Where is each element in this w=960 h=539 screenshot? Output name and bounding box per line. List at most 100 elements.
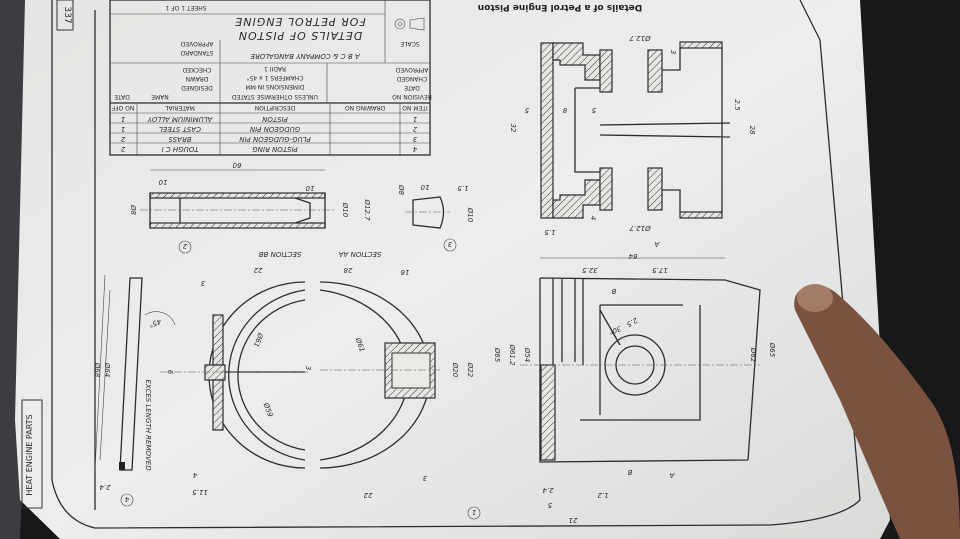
parts-cell-description: PLUG-GUDGEON PIN [239, 135, 311, 143]
svg-text:8: 8 [562, 106, 567, 114]
parts-cell-qty: 1 [121, 115, 125, 123]
parts-cell-qty: 2 [120, 145, 125, 153]
parts-cell-material: TOUGH C I [162, 145, 199, 153]
hdr-description: DESCRIPTION [255, 104, 296, 111]
svg-text:64: 64 [629, 252, 638, 260]
note-unless: UNLESS OTHERWISE STATED [232, 93, 318, 100]
svg-text:6: 6 [166, 370, 174, 375]
svg-text:2.5: 2.5 [733, 99, 741, 111]
svg-text:EXCES LENGTH REMOVED: EXCES LENGTH REMOVED [144, 379, 152, 471]
fingernail [797, 284, 833, 312]
svg-text:Ø12.7: Ø12.7 [629, 34, 652, 42]
svg-text:5: 5 [524, 106, 529, 114]
svg-text:Ø62: Ø62 [749, 347, 757, 363]
svg-text:3: 3 [304, 366, 312, 370]
finger [794, 284, 960, 539]
svg-text:30°: 30° [608, 324, 622, 336]
svg-text:B: B [627, 468, 632, 476]
svg-text:Ø61.2: Ø61.2 [508, 343, 516, 366]
svg-text:Ø68: Ø68 [93, 362, 101, 378]
section-bb-view: SECTION BB 22 3 Ø61 Ø59 6 3 4 11.5 [160, 250, 312, 496]
piston-cross-section: Ø12.7 Ø12.7 3 2.5 28 32 5 8 5 1.5 4 A [509, 34, 756, 248]
svg-text:2.4: 2.4 [542, 486, 553, 494]
svg-text:22: 22 [253, 266, 262, 274]
svg-text:A: A [654, 240, 660, 248]
svg-text:337: 337 [62, 6, 72, 23]
svg-text:4: 4 [589, 216, 597, 220]
svg-text:Ø10: Ø10 [341, 202, 349, 218]
section-aa-view: SECTION AA 28 16 Ø61 Ø20 Ø22 3 22 1 [319, 250, 481, 520]
parts-cell-description: PISTON RING [252, 145, 298, 153]
rev-no: REVISION NO [392, 93, 432, 100]
svg-text:17.5: 17.5 [652, 266, 668, 274]
parts-cell-item: 1 [413, 115, 417, 123]
svg-text:Ø65: Ø65 [768, 342, 776, 358]
parts-cell-item: 2 [412, 125, 417, 133]
parts-cell-material: BRASS [168, 135, 192, 143]
parts-cell-qty: 1 [121, 125, 125, 133]
note-chamfers: CHAMFERS 1 x 45° [247, 74, 304, 81]
svg-text:32: 32 [509, 124, 517, 133]
svg-text:10: 10 [305, 184, 314, 192]
svg-text:32.5: 32.5 [582, 266, 598, 274]
role-standard: STANDARD [180, 49, 213, 56]
svg-text:10: 10 [158, 178, 167, 186]
scale-label: SCALE [400, 40, 419, 47]
parts-cell-item: 4 [413, 145, 417, 153]
svg-text:28: 28 [343, 266, 352, 274]
svg-text:Ø8: Ø8 [397, 184, 405, 196]
hdr-item: ITEM NO [402, 104, 428, 111]
svg-text:Ø64: Ø64 [103, 362, 111, 377]
svg-text:A: A [669, 471, 675, 479]
svg-text:Ø20: Ø20 [451, 362, 459, 378]
title-line1: DETAILS OF PISTON [238, 29, 362, 42]
parts-cell-qty: 2 [120, 135, 125, 143]
svg-text:5: 5 [591, 106, 596, 114]
svg-text:4: 4 [125, 495, 129, 503]
page-number: 337 [56, 0, 74, 31]
svg-text:4: 4 [193, 471, 197, 479]
svg-text:Ø65: Ø65 [493, 347, 501, 363]
svg-text:2: 2 [182, 242, 187, 250]
svg-text:B: B [611, 287, 616, 295]
rev-changed: CHANGED [396, 75, 427, 82]
name-label: NAME [151, 93, 169, 100]
svg-text:1: 1 [472, 508, 476, 516]
role-approved: APPROVED [180, 40, 213, 47]
svg-text:60: 60 [232, 161, 241, 169]
svg-text:SECTION BB: SECTION BB [258, 250, 301, 258]
rev-approved: APPROVED [395, 66, 428, 73]
svg-text:16: 16 [400, 268, 409, 276]
svg-text:2.4: 2.4 [99, 483, 110, 491]
svg-text:3: 3 [669, 50, 677, 54]
piston-elevation: 64 32.5 17.5 B B 30° 2.5 Ø65 Ø61.2 Ø54 Ø… [493, 252, 776, 524]
svg-text:21: 21 [569, 516, 578, 524]
company: A B C & COMPANY BANGALORE [250, 52, 361, 60]
hdr-material: MATERIAL [165, 104, 195, 111]
running-header: Details of a Petrol Engine Piston [478, 2, 643, 12]
svg-text:3: 3 [423, 474, 427, 482]
role-drawn: DRAWN [186, 75, 209, 82]
hdr-nooff: NO OFF [111, 104, 134, 111]
svg-text:28: 28 [748, 126, 756, 135]
projection-symbol-icon [394, 17, 425, 31]
plug-view: 10 1.5 Ø8 Ø10 3 [397, 183, 474, 252]
svg-text:1.5: 1.5 [544, 228, 556, 236]
parts-cell-description: GUDGEON PIN [249, 125, 300, 133]
svg-text:1.2: 1.2 [597, 491, 609, 499]
title-line2: FOR PETROL ENGINE [234, 15, 365, 28]
note-dimensions: DIMENSIONS IN MM [246, 83, 305, 90]
svg-text:1.5: 1.5 [457, 184, 469, 192]
gudgeon-pin-view: 60 10 10 Ø8 Ø10 Ø12.7 2 [129, 161, 371, 254]
section-tab: HEAT ENGINE PARTS [21, 399, 43, 509]
svg-text:3: 3 [448, 240, 452, 248]
svg-text:Ø12.7: Ø12.7 [363, 198, 371, 221]
svg-text:5: 5 [547, 501, 552, 509]
svg-text:Ø22: Ø22 [466, 362, 474, 378]
sheet-label: SHEET 1 OF 1 [165, 4, 206, 11]
svg-text:Ø8: Ø8 [129, 204, 137, 216]
svg-text:22: 22 [363, 491, 372, 499]
